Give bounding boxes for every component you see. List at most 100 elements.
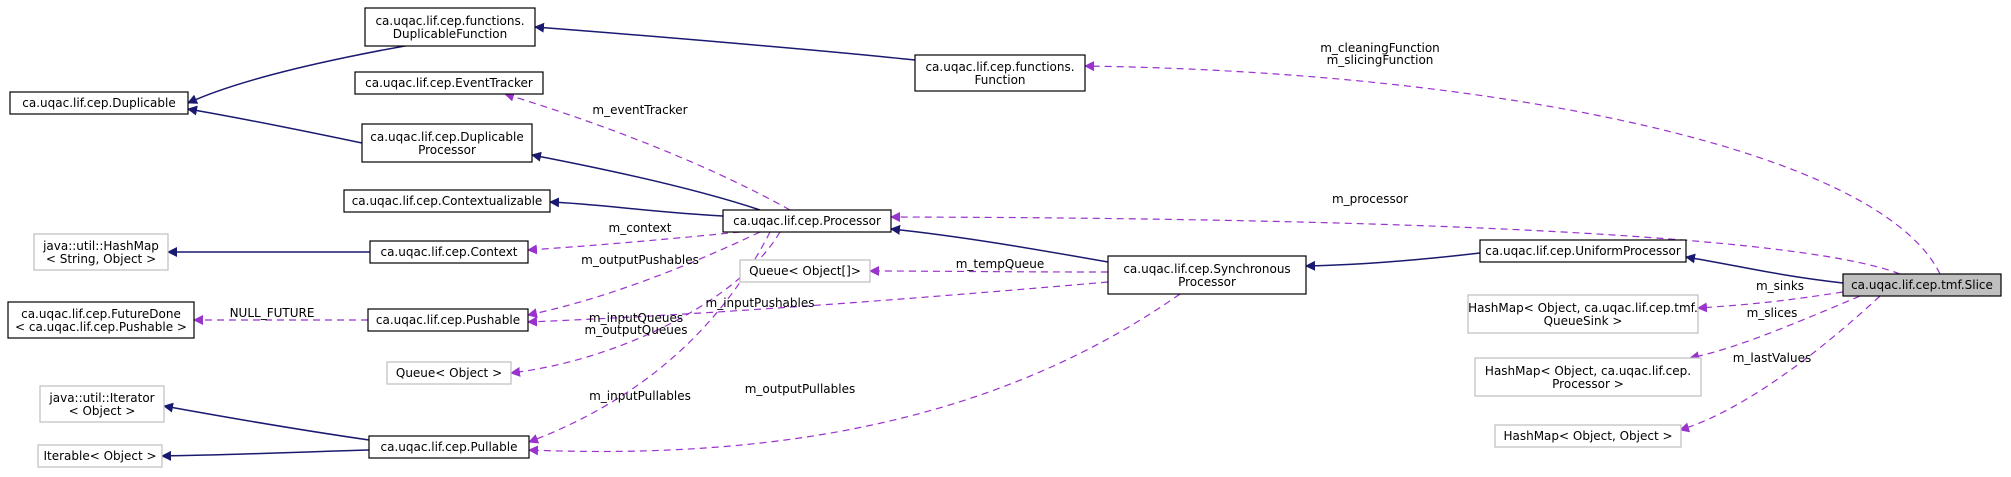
usage-edge-processor-to-tracker [504, 91, 791, 211]
usage-edge-sync-to-qobjarr [869, 266, 1109, 277]
class-node-box [7, 301, 195, 339]
class-node-box [354, 71, 544, 95]
edge-label-u2: m_eventTracker [592, 103, 687, 117]
class-node-slice[interactable]: ca.uqac.lif.cep.tmf.Slice [1842, 273, 2002, 297]
class-node-box [1479, 239, 1687, 263]
class-node-box [739, 259, 871, 283]
edge-label-u12: m_sinks [1756, 279, 1804, 293]
class-node-label: ca.uqac.lif.cep.UniformProcessor [1485, 244, 1681, 258]
class-node-dupfn[interactable]: ca.uqac.lif.cep.functions.DuplicableFunc… [364, 7, 536, 47]
usage-edge-slice-to-hmobj [1679, 295, 1881, 433]
class-node-label: ca.uqac.lif.cep.tmf.Slice [1851, 278, 1993, 292]
class-node-box [33, 233, 169, 271]
class-node-label: ca.uqac.lif.cep.FutureDone [21, 307, 181, 321]
class-node-box [386, 361, 512, 385]
class-node-label: HashMap< Object, ca.uqac.lif.cep. [1485, 364, 1691, 378]
inheritance-edge-sync-to-processor [890, 224, 1109, 263]
class-node-box [722, 209, 892, 233]
class-node-uniform[interactable]: ca.uqac.lif.cep.UniformProcessor [1479, 239, 1687, 263]
class-node-label: ca.uqac.lif.cep.functions. [375, 14, 524, 28]
inheritance-edge-uniform-to-sync [1305, 252, 1481, 271]
class-node-hmsink[interactable]: HashMap< Object, ca.uqac.lif.cep.tmf.Que… [1467, 294, 1699, 334]
edge-label-u6: m_tempQueue [956, 257, 1045, 271]
class-node-ctxable[interactable]: ca.uqac.lif.cep.Contextualizable [343, 189, 551, 213]
usage-edge-processor-to-qobj [510, 231, 781, 377]
edge-label-u11: m_outputPullables [745, 382, 856, 396]
class-node-label: java::util::Iterator [48, 391, 154, 405]
class-node-box [1842, 273, 2002, 297]
class-node-box [369, 240, 529, 264]
edge-label-u3: m_processor [1332, 192, 1408, 206]
class-node-function[interactable]: ca.uqac.lif.cep.functions.Function [914, 54, 1086, 92]
inheritance-edge-dupproc-to-dup [187, 105, 363, 144]
class-node-label: HashMap< Object, ca.uqac.lif.cep.tmf. [1468, 301, 1698, 315]
usage-edge-slice-to-hmproc [1689, 295, 1861, 362]
class-node-box [1467, 294, 1699, 334]
class-node-label: ca.uqac.lif.cep.Processor [733, 214, 881, 228]
class-node-label: Processor [418, 143, 476, 157]
class-node-label: < String, Object > [46, 252, 156, 266]
nodes-layer: ca.uqac.lif.cep.functions.DuplicableFunc… [7, 7, 2002, 468]
class-node-box [364, 7, 536, 47]
class-node-label: Iterable< Object > [43, 449, 156, 463]
class-node-context[interactable]: ca.uqac.lif.cep.Context [369, 240, 529, 264]
class-node-box [368, 435, 530, 459]
class-node-label: ca.uqac.lif.cep.Duplicable [22, 96, 175, 110]
class-node-qobjarr[interactable]: Queue< Object[]> [739, 259, 871, 283]
usage-edge-slice-to-function [1084, 61, 1941, 275]
class-node-hmproc[interactable]: HashMap< Object, ca.uqac.lif.cep.Process… [1474, 357, 1702, 397]
class-node-box [1474, 357, 1702, 397]
class-node-label: QueueSink > [1544, 314, 1623, 328]
class-node-label: Processor > [1552, 377, 1624, 391]
edge-label-u13: m_slices [1747, 306, 1798, 320]
usage-edge-sync-to-pullable [528, 293, 1181, 456]
class-node-label: ca.uqac.lif.cep.EventTracker [365, 76, 533, 90]
class-node-dup[interactable]: ca.uqac.lif.cep.Duplicable [9, 91, 189, 115]
class-node-box [1494, 424, 1682, 448]
usage-edge-processor-to-context [527, 231, 741, 255]
class-node-box [37, 444, 163, 468]
inheritance-edge-pullable-to-iterator [163, 402, 370, 441]
inheritance-edge-processor-to-dupproc [531, 151, 761, 211]
class-node-label: Processor [1178, 275, 1236, 289]
class-node-label: ca.uqac.lif.cep.Duplicable [370, 130, 523, 144]
class-node-pullable[interactable]: ca.uqac.lif.cep.Pullable [368, 435, 530, 459]
class-node-box [9, 91, 189, 115]
usage-edge-slice-to-processor [890, 212, 1901, 275]
class-node-qobj[interactable]: Queue< Object > [386, 361, 512, 385]
class-node-box [361, 123, 533, 163]
usage-edge-processor-to-pushable [527, 231, 761, 319]
edge-label-u14: m_lastValues [1733, 351, 1812, 365]
inheritance-edge-function-to-dupfn [534, 22, 916, 61]
edge-label-u10: m_inputPullables [589, 389, 691, 403]
class-node-label: Function [974, 73, 1025, 87]
class-node-label: java::util::HashMap [42, 239, 159, 253]
class-node-iterable[interactable]: Iterable< Object > [37, 444, 163, 468]
class-node-pushable[interactable]: ca.uqac.lif.cep.Pushable [367, 308, 529, 332]
class-node-box [1107, 255, 1307, 295]
class-node-label: ca.uqac.lif.cep.Contextualizable [352, 194, 543, 208]
class-node-label: ca.uqac.lif.cep.Synchronous [1123, 262, 1290, 276]
class-node-future[interactable]: ca.uqac.lif.cep.FutureDone< ca.uqac.lif.… [7, 301, 195, 339]
class-node-hashmap[interactable]: java::util::HashMap< String, Object > [33, 233, 169, 271]
class-node-iterator[interactable]: java::util::Iterator< Object > [39, 385, 165, 423]
edge-label-u5: m_outputPushables [581, 253, 699, 267]
class-node-label: DuplicableFunction [393, 27, 507, 41]
usage-edge-slice-to-hmsink [1697, 291, 1844, 313]
inheritance-edge-slice-to-uniform [1685, 253, 1844, 284]
class-node-label: Queue< Object[]> [749, 264, 861, 278]
class-node-tracker[interactable]: ca.uqac.lif.cep.EventTracker [354, 71, 544, 95]
edge-label-u4: m_context [609, 221, 672, 235]
class-node-box [39, 385, 165, 423]
class-node-label: ca.uqac.lif.cep.functions. [925, 60, 1074, 74]
class-node-processor[interactable]: ca.uqac.lif.cep.Processor [722, 209, 892, 233]
class-node-box [343, 189, 551, 213]
class-node-label: HashMap< Object, Object > [1503, 429, 1672, 443]
class-node-label: ca.uqac.lif.cep.Pushable [376, 313, 520, 327]
class-node-hmobj[interactable]: HashMap< Object, Object > [1494, 424, 1682, 448]
